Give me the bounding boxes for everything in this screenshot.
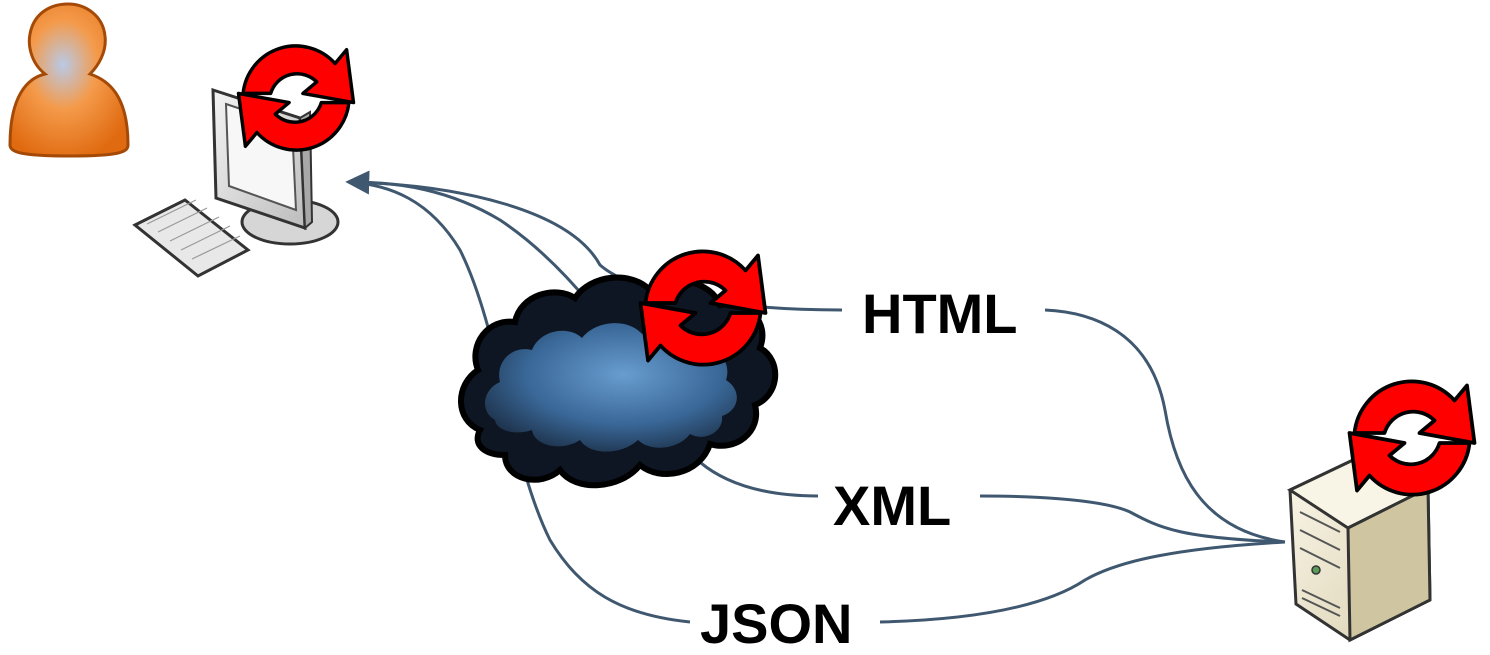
format-label-html: HTML bbox=[862, 282, 1018, 345]
computer-icon bbox=[132, 87, 340, 278]
server-refresh-icon bbox=[1347, 379, 1477, 497]
cloud-icon bbox=[458, 274, 779, 489]
html-connector-server bbox=[1044, 308, 1286, 544]
json-connector-server bbox=[879, 540, 1286, 624]
person-icon bbox=[8, 2, 130, 158]
client-refresh-icon bbox=[236, 44, 356, 152]
xml-connector-server bbox=[979, 494, 1286, 544]
format-label-xml: XML bbox=[833, 474, 952, 537]
format-label-json: JSON bbox=[700, 592, 853, 655]
